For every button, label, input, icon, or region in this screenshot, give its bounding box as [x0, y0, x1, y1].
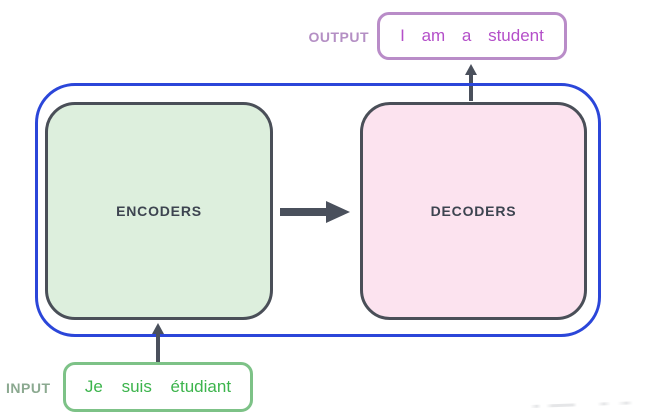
input-sentence-text: Je suis étudiant: [84, 377, 232, 396]
arrow-head: [465, 64, 477, 75]
arrow-up-icon: [152, 323, 164, 363]
decoders-label: DECODERS: [430, 203, 517, 219]
arrow-head: [152, 323, 164, 334]
input-sentence-box: Je suis étudiant: [63, 362, 253, 412]
output-label: OUTPUT: [308, 29, 369, 45]
arrow-head: [326, 201, 350, 223]
output-sentence-box: I am a student: [377, 12, 567, 60]
input-label: INPUT: [6, 380, 51, 396]
output-sentence-text: I am a student: [400, 26, 544, 45]
watermark: [529, 397, 643, 410]
encoders-block: ENCODERS: [45, 102, 273, 320]
arrow-shaft: [280, 208, 328, 216]
arrow-shaft: [469, 73, 473, 101]
decoders-block: DECODERS: [360, 102, 587, 320]
arrow-up-icon: [465, 64, 477, 102]
arrow-shaft: [156, 332, 160, 362]
arrow-right-icon: [280, 201, 352, 223]
encoders-label: ENCODERS: [116, 203, 202, 219]
transformer-outer-container: [35, 83, 601, 337]
